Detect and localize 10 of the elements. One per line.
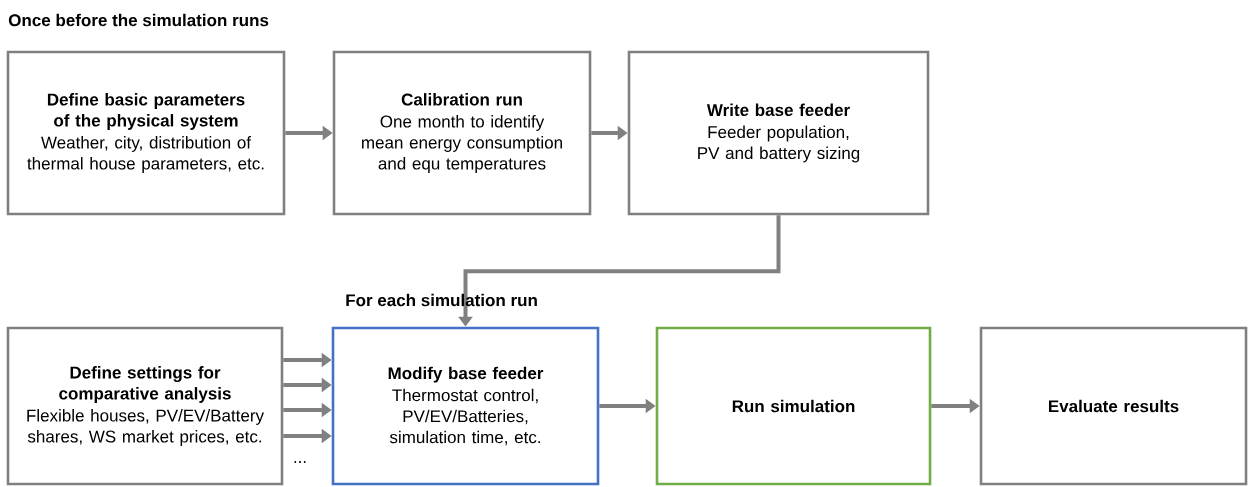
process-box: Run simulation <box>655 326 932 486</box>
process-box: Define settings for comparative analysis Flexible houses, PV/EV/Battery shares, WS market prices, etc. <box>6 326 284 486</box>
process-box: Write base feeder Feeder population, PV and battery sizing <box>627 50 930 216</box>
process-box: Define basic parameters of the physical system Weather, city, distribution of thermal house parameters, etc. <box>6 50 286 216</box>
ellipsis-text: ... <box>294 461 306 463</box>
process-box: Evaluate results <box>979 326 1248 486</box>
section-heading: For each simulation run <box>346 293 537 307</box>
process-box: Calibration run One month to identify mean energy consumption and equ temperatures <box>332 50 592 216</box>
section-heading: Once before the simulation runs <box>8 13 269 27</box>
process-box: Modify base feeder Thermostat control, PV/EV/Batteries, simulation time, etc. <box>331 326 600 486</box>
